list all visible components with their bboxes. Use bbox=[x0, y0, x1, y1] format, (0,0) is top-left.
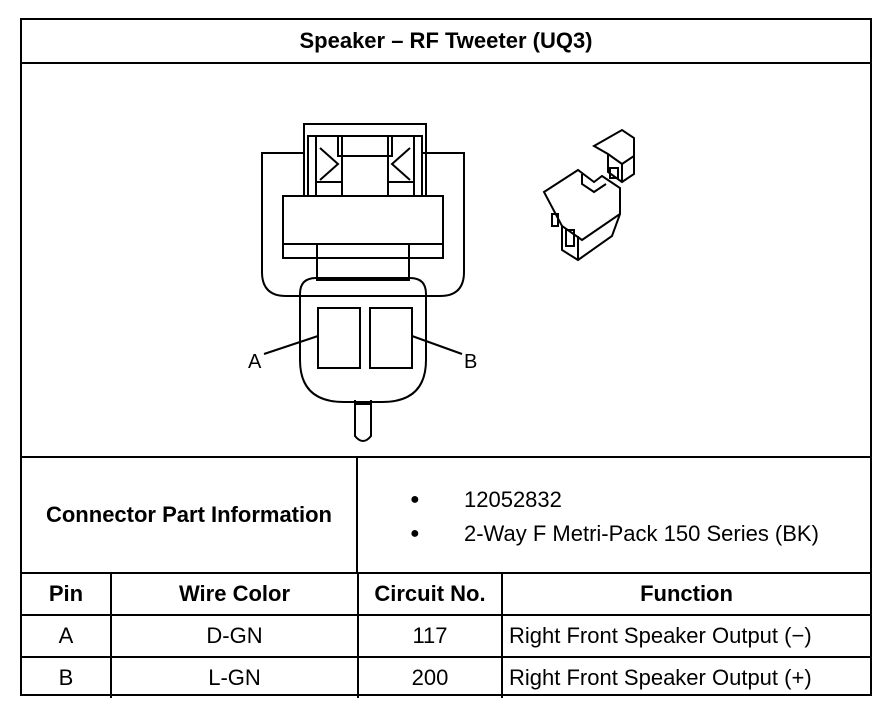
connector-band bbox=[282, 195, 444, 245]
latch-bridge bbox=[337, 135, 393, 157]
pin-label-b: B bbox=[464, 351, 477, 373]
bullet-icon: ● bbox=[410, 525, 420, 542]
connector-iso-view bbox=[542, 128, 635, 262]
header-function: Function bbox=[501, 574, 870, 616]
cell-wire-color: L-GN bbox=[110, 656, 359, 698]
part-number: 12052832 bbox=[464, 487, 562, 512]
table-row: B L-GN 200 Right Front Speaker Output (+… bbox=[22, 656, 870, 698]
leader-line-a bbox=[263, 335, 319, 355]
page-title: Speaker – RF Tweeter (UQ3) bbox=[22, 20, 870, 64]
table-header-row: Pin Wire Color Circuit No. Function bbox=[22, 574, 870, 616]
leader-line-b bbox=[411, 335, 463, 355]
connector-body bbox=[299, 277, 427, 403]
header-wire-color: Wire Color bbox=[110, 574, 359, 616]
cell-circuit-no: 200 bbox=[357, 656, 503, 698]
header-circuit-no: Circuit No. bbox=[357, 574, 503, 616]
connector-illustration: A B bbox=[248, 123, 635, 442]
pin-table: Pin Wire Color Circuit No. Function A D-… bbox=[22, 574, 870, 698]
connector-info-label: Connector Part Information bbox=[22, 458, 358, 572]
connector-info-list: ● 12052832 ● 2-Way F Metri-Pack 150 Seri… bbox=[358, 458, 870, 574]
connector-info-row: Connector Part Information ● 12052832 ● … bbox=[22, 456, 870, 574]
pin-label-a: A bbox=[248, 351, 262, 373]
header-pin: Pin bbox=[22, 574, 112, 616]
connector-key bbox=[354, 400, 372, 442]
terminal-a-cavity bbox=[317, 307, 361, 369]
connector-info-item: ● 2-Way F Metri-Pack 150 Series (BK) bbox=[358, 517, 870, 551]
connector-housing bbox=[261, 152, 465, 297]
connector-description: 2-Way F Metri-Pack 150 Series (BK) bbox=[464, 521, 819, 546]
cell-wire-color: D-GN bbox=[110, 614, 359, 658]
connector-sheet: Speaker – RF Tweeter (UQ3) bbox=[20, 18, 872, 698]
connector-latch bbox=[303, 123, 427, 197]
cell-circuit-no: 117 bbox=[357, 614, 503, 658]
connector-neck bbox=[316, 243, 410, 281]
terminal-b-cavity bbox=[369, 307, 413, 369]
table-row: A D-GN 117 Right Front Speaker Output (−… bbox=[22, 614, 870, 658]
connector-info-item: ● 12052832 bbox=[358, 483, 870, 517]
cell-pin: A bbox=[22, 614, 112, 658]
cell-function: Right Front Speaker Output (−) bbox=[501, 614, 870, 658]
cell-function: Right Front Speaker Output (+) bbox=[501, 656, 870, 698]
cell-pin: B bbox=[22, 656, 112, 698]
connector-drawing: A B bbox=[22, 64, 870, 456]
bullet-icon: ● bbox=[410, 491, 420, 508]
